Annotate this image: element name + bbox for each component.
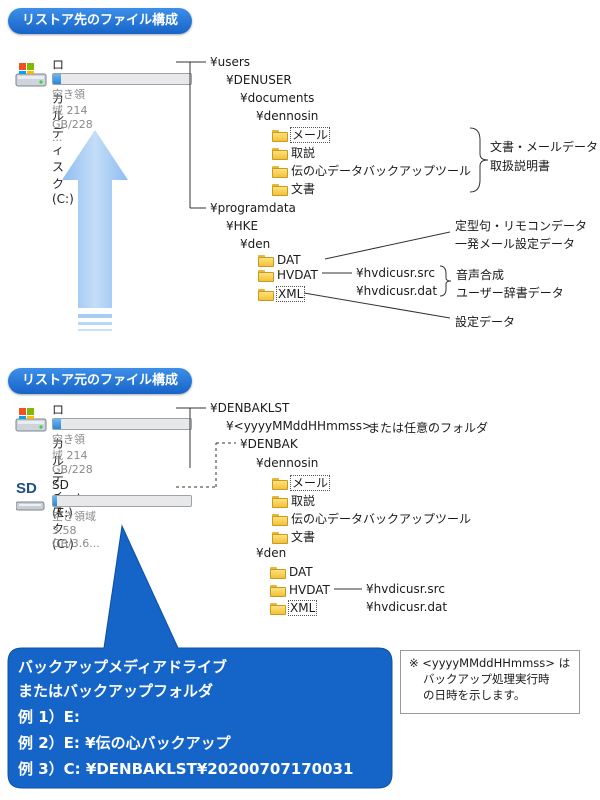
note-xml: 設定データ bbox=[455, 315, 516, 329]
file-hvdicusr-src: ¥hvdicusr.src bbox=[356, 266, 435, 280]
drive-free-space: 空き領域 214 GB/228 ... bbox=[52, 88, 93, 144]
folder-icon bbox=[270, 566, 286, 579]
folder-icon bbox=[272, 165, 288, 178]
note-docs-line2: 取扱説明書 bbox=[490, 159, 551, 173]
footnote-line3: の日時を示します。 bbox=[423, 688, 526, 702]
folder-dat[interactable]: DAT bbox=[258, 253, 301, 267]
folder-icon bbox=[272, 513, 288, 526]
callout-line1: バックアップメディアドライブ bbox=[18, 658, 227, 676]
folder-backup-tool[interactable]: 伝の心データバックアップツール bbox=[272, 162, 471, 179]
file-hvdicusr-dat-2: ¥hvdicusr.dat bbox=[366, 600, 448, 614]
drive-free-space: 空き領域 214 GB/228 ... bbox=[52, 433, 93, 489]
tree-den[interactable]: ¥den bbox=[240, 237, 271, 251]
tree-hke[interactable]: ¥HKE bbox=[226, 219, 259, 233]
up-arrow-icon bbox=[62, 130, 128, 331]
folder-icon bbox=[270, 584, 286, 597]
folder-icon bbox=[272, 129, 288, 142]
folder-backup-tool-src[interactable]: 伝の心データバックアップツール bbox=[272, 510, 471, 527]
callout-line3: 例 1）E: bbox=[18, 708, 80, 726]
callout-shape bbox=[7, 524, 393, 789]
folder-documents-src[interactable]: 文書 bbox=[272, 528, 315, 545]
tree-denuser[interactable]: ¥DENUSER bbox=[226, 73, 292, 87]
folder-icon bbox=[258, 288, 274, 301]
footnote-line1: ※ <yyyyMMddHHmmss> は bbox=[409, 656, 571, 670]
datetime-note: または任意のフォルダ bbox=[368, 421, 489, 435]
folder-icon bbox=[272, 495, 288, 508]
drive-usage-bar bbox=[52, 495, 192, 507]
restore-destination-title: リストア先のファイル構成 bbox=[8, 8, 193, 34]
folder-xml-src[interactable]: XML bbox=[270, 600, 318, 616]
folder-icon bbox=[258, 269, 274, 282]
restore-source-title: リストア元のファイル構成 bbox=[8, 368, 193, 394]
folder-xml[interactable]: XML bbox=[258, 286, 306, 302]
hard-drive-icon bbox=[15, 63, 47, 87]
drive-usage-bar bbox=[52, 418, 192, 430]
footnote-box: ※ <yyyyMMddHHmmss> は バックアップ処理実行時 の日時を示しま… bbox=[400, 650, 580, 714]
folder-documents[interactable]: 文書 bbox=[272, 180, 315, 197]
folder-dat-src[interactable]: DAT bbox=[270, 565, 313, 579]
folder-manual-src[interactable]: 取説 bbox=[272, 492, 315, 509]
tree-dennosin-src[interactable]: ¥dennosin bbox=[256, 456, 319, 470]
tree-denbak[interactable]: ¥DENBAK bbox=[240, 437, 298, 451]
folder-icon bbox=[272, 531, 288, 544]
tree-datetime-folder[interactable]: ¥<yyyyMMddHHmmss> bbox=[226, 419, 373, 433]
callout-line5: 例 3）C: ¥DENBAKLST¥20200707170031 bbox=[18, 760, 354, 778]
note-dat-line1: 定型句・リモコンデータ bbox=[455, 219, 588, 233]
folder-mail-src[interactable]: メール bbox=[272, 474, 331, 491]
folder-hvdat-src[interactable]: HVDAT bbox=[270, 583, 330, 597]
tree-dennosin[interactable]: ¥dennosin bbox=[256, 109, 319, 123]
tree-users[interactable]: ¥users bbox=[210, 55, 251, 69]
tree-programdata[interactable]: ¥programdata bbox=[210, 201, 296, 215]
sd-card-icon: SD bbox=[14, 478, 48, 514]
folder-icon bbox=[258, 254, 274, 267]
folder-mail[interactable]: メール bbox=[272, 126, 331, 143]
folder-icon bbox=[272, 147, 288, 160]
note-hvdat-line2: ユーザー辞書データ bbox=[456, 286, 564, 300]
folder-icon bbox=[272, 183, 288, 196]
tree-den-src[interactable]: ¥den bbox=[256, 546, 287, 560]
folder-icon bbox=[272, 477, 288, 490]
tree-documents[interactable]: ¥documents bbox=[240, 91, 315, 105]
callout-line4: 例 2）E: ¥伝の心バックアップ bbox=[18, 734, 231, 752]
tree-denbaklst[interactable]: ¥DENBAKLST bbox=[210, 401, 290, 415]
callout-line2: またはバックアップフォルダ bbox=[18, 682, 214, 700]
drive-usage-bar bbox=[52, 73, 192, 85]
file-hvdicusr-src-2: ¥hvdicusr.src bbox=[366, 582, 445, 596]
file-hvdicusr-dat: ¥hvdicusr.dat bbox=[356, 284, 438, 298]
hard-drive-icon bbox=[15, 408, 47, 432]
folder-manual[interactable]: 取説 bbox=[272, 144, 315, 161]
folder-icon bbox=[270, 602, 286, 615]
note-hvdat-line1: 音声合成 bbox=[456, 268, 505, 282]
footnote-line2: バックアップ処理実行時 bbox=[423, 672, 550, 686]
drive-free-space: 空き領域 3.58 GB/3.6... bbox=[52, 510, 100, 550]
note-docs-line1: 文書・メールデータ bbox=[490, 140, 599, 154]
note-dat-line2: 一発メール設定データ bbox=[455, 237, 576, 251]
folder-hvdat[interactable]: HVDAT bbox=[258, 268, 318, 282]
